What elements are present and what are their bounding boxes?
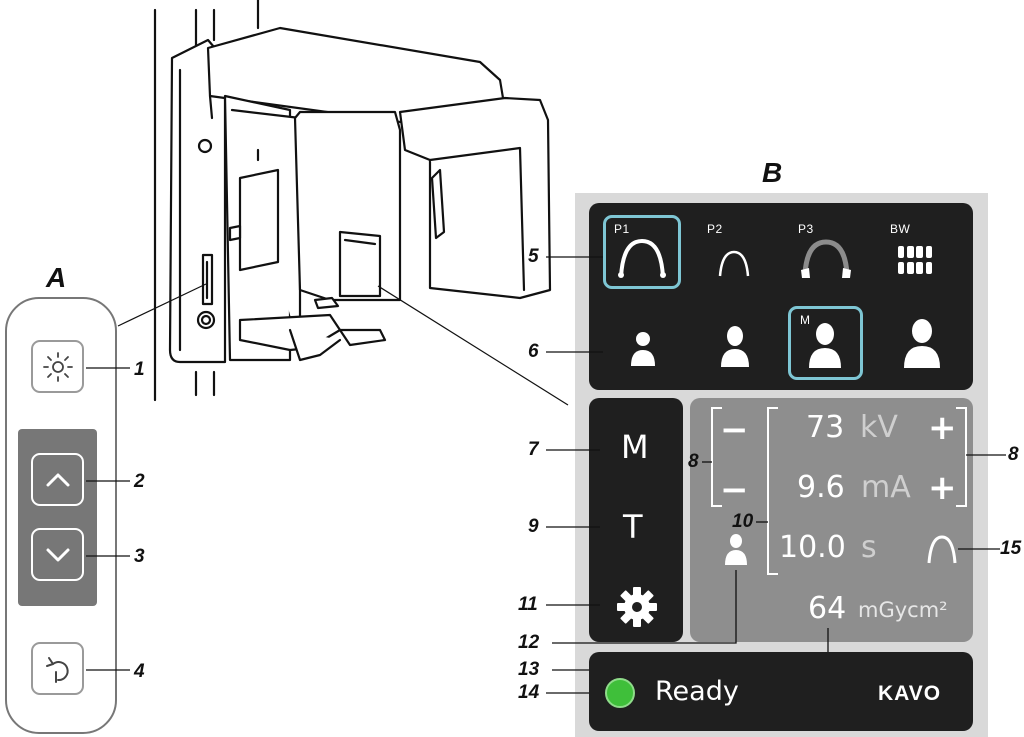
- callout-12: 12: [518, 632, 540, 653]
- return-button[interactable]: [31, 642, 84, 695]
- gear-icon[interactable]: [615, 585, 659, 629]
- patient-large-icon[interactable]: [902, 318, 942, 368]
- kv-plus-button[interactable]: +: [928, 408, 957, 448]
- full-arch-icon: [618, 238, 666, 278]
- callout-11: 11: [518, 594, 538, 615]
- callout-8-right: 8: [1008, 444, 1019, 465]
- program-p1-label: P1: [614, 222, 630, 236]
- dose-value: 64: [808, 591, 847, 626]
- down-button[interactable]: [31, 528, 84, 581]
- chevron-down-icon: [46, 548, 69, 561]
- light-button[interactable]: [31, 340, 84, 393]
- parameters-panel: [690, 398, 973, 642]
- brand-logo: KAVO: [878, 682, 942, 705]
- callout-14: 14: [518, 682, 540, 703]
- callout-15: 15: [1000, 538, 1022, 559]
- manual-mode-button[interactable]: M: [621, 428, 649, 466]
- program-p2-label: P2: [707, 222, 723, 236]
- time-unit: s: [861, 530, 877, 565]
- callout-13: 13: [518, 659, 540, 680]
- callout-lines-a: [86, 367, 130, 671]
- ready-indicator: [605, 678, 635, 708]
- kv-unit: kV: [860, 410, 898, 445]
- patient-medium-button[interactable]: [788, 306, 863, 380]
- dose-unit: mGycm²: [858, 598, 948, 622]
- callout-9: 9: [528, 516, 539, 537]
- callout-7: 7: [528, 439, 539, 460]
- ma-plus-button[interactable]: +: [928, 468, 957, 508]
- callout-1: 1: [134, 359, 145, 380]
- chevron-up-icon: [46, 473, 69, 486]
- program-p3-label: P3: [798, 222, 814, 236]
- section-a-label: A: [46, 262, 67, 293]
- patient-medium-label: M: [800, 313, 811, 327]
- program-bw-label: BW: [890, 222, 911, 236]
- callout-8-left: 8: [688, 451, 699, 472]
- patient-medium-icon: [809, 323, 841, 368]
- time-value: 10.0: [779, 530, 846, 565]
- patient-indicator-icon: [725, 534, 747, 565]
- callout-3: 3: [134, 546, 145, 567]
- program-indicator-icon: [927, 535, 957, 564]
- section-b-label: B: [762, 157, 783, 188]
- ma-unit: mA: [861, 470, 911, 505]
- kv-value: 73: [806, 410, 845, 445]
- program-p1-button[interactable]: [603, 215, 681, 289]
- kv-minus-button[interactable]: −: [720, 410, 749, 450]
- status-text: Ready: [655, 676, 739, 707]
- light-icon: [42, 351, 73, 382]
- bitewing-icon: [898, 246, 932, 274]
- callout-5: 5: [528, 246, 539, 267]
- patient-child-icon[interactable]: [628, 330, 658, 366]
- ma-minus-button[interactable]: −: [720, 470, 749, 510]
- callout-4: 4: [134, 661, 145, 682]
- callout-2: 2: [134, 471, 145, 492]
- callout-10: 10: [732, 511, 754, 532]
- ma-value: 9.6: [797, 470, 845, 505]
- status-bar: [589, 652, 973, 731]
- test-mode-button[interactable]: T: [623, 508, 643, 546]
- small-arch-icon: [718, 250, 750, 277]
- callout-6: 6: [528, 341, 539, 362]
- patient-small-icon[interactable]: [719, 325, 751, 367]
- reduced-arch-icon: [801, 239, 851, 278]
- up-button[interactable]: [31, 453, 84, 506]
- return-icon: [45, 656, 69, 683]
